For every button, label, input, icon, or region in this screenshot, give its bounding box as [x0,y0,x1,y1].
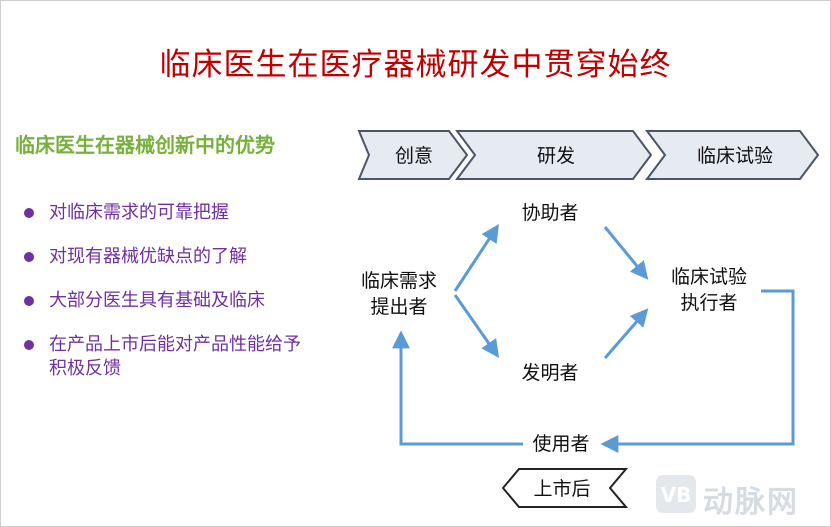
bullet-text: 在产品上市后能对产品性能给予积极反馈 [49,334,301,379]
stage-chevron-idea [357,130,469,180]
bullet-text: 大部分医生具有基础及临床 [49,290,265,311]
arrow-user-to-proposer [392,330,523,446]
post-market-label: 上市后 [533,478,590,500]
role-helper: 协助者 [521,202,578,224]
list-item: 在产品上市后能对产品性能给予积极反馈 [23,333,313,381]
role-executor-line2: 执行者 [680,292,737,314]
watermark-logo-icon [656,475,696,513]
watermark-text: 动脉网 [703,485,799,520]
bullet-dot-icon [24,252,34,262]
watermark-logo-letters: VB [661,483,692,507]
arrow-proposer-to-helper [453,223,499,292]
role-proposer-line1: 临床需求 [361,270,437,292]
stage-chevron-clinical-trial [645,130,820,180]
arrow-helper-to-executor [603,226,649,280]
arrow-proposer-to-inventor [453,294,500,358]
bullet-dot-icon [24,296,34,306]
bullet-dot-icon [24,208,34,218]
stage-label-clinical-trial: 临床试验 [697,145,773,167]
role-executor-line1: 临床试验 [671,266,747,288]
role-inventor: 发明者 [521,362,578,384]
arrow-executor-to-user [600,289,795,453]
role-user: 使用者 [532,433,589,455]
post-market-chevron [501,468,629,508]
arrow-inventor-to-executor [603,308,649,359]
stage-label-idea: 创意 [395,145,433,167]
slide-title: 临床医生在医疗器械研发中贯穿始终 [159,47,672,83]
stage-chevron-development [455,130,653,180]
advantages-list: 对临床需求的可靠把握 对现有器械优缺点的了解 大部分医生具有基础及临床 在产品上… [23,201,313,401]
role-proposer-line2: 提出者 [370,296,427,318]
bullet-dot-icon [24,340,34,350]
bullet-text: 对现有器械优缺点的了解 [49,246,247,267]
list-item: 大部分医生具有基础及临床 [23,289,313,313]
bullet-text: 对临床需求的可靠把握 [49,202,229,223]
list-item: 对现有器械优缺点的了解 [23,245,313,269]
list-item: 对临床需求的可靠把握 [23,201,313,225]
advantages-heading: 临床医生在器械创新中的优势 [15,133,275,157]
stage-label-development: 研发 [537,145,575,167]
